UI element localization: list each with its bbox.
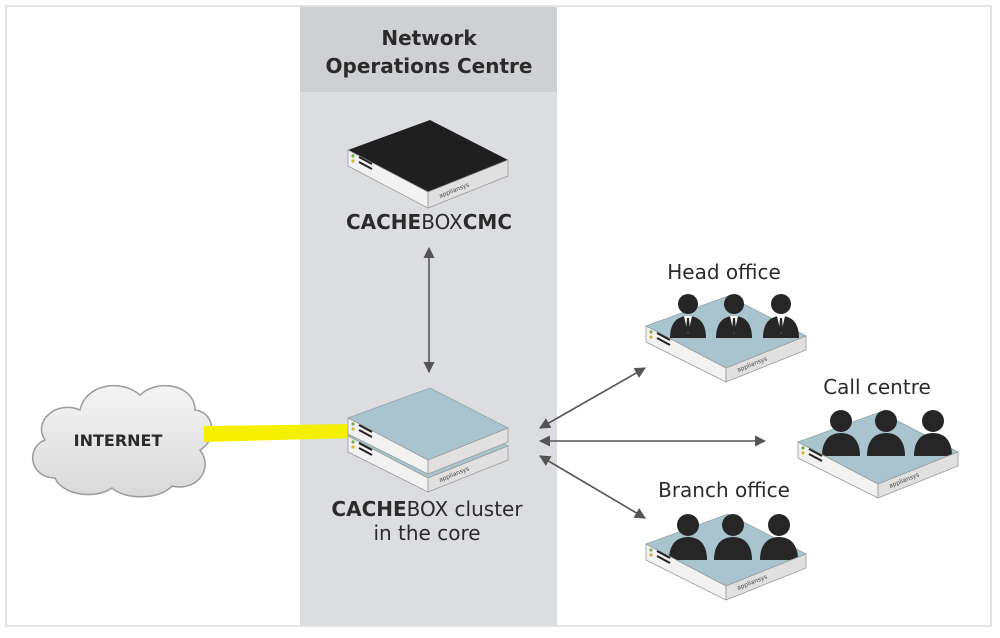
cluster-label-line2: in the core	[373, 521, 480, 545]
person-icon	[760, 514, 798, 560]
head-office-label: Head office	[667, 260, 781, 284]
branch-office-label: Branch office	[658, 478, 790, 502]
person-icon	[669, 514, 707, 560]
cmc-label: CACHEBOXCMC	[346, 210, 512, 234]
person-icon	[670, 294, 706, 338]
call-centre-group: appliansys	[797, 410, 959, 499]
cluster-label-line1: CACHEBOX cluster	[331, 497, 523, 521]
person-icon	[716, 294, 752, 338]
internet-label: INTERNET	[74, 431, 163, 450]
internet-cloud-icon: INTERNET	[31, 384, 213, 498]
noc-header	[300, 7, 557, 92]
person-icon	[822, 410, 860, 456]
cmc-appliance-icon: appliansys	[347, 120, 509, 209]
person-icon	[714, 514, 752, 560]
call-centre-label: Call centre	[823, 375, 931, 399]
head-office-group: appliansys	[645, 294, 807, 383]
noc-title-line2: Operations Centre	[326, 54, 533, 78]
person-icon	[867, 410, 905, 456]
person-icon	[914, 410, 952, 456]
arrow-to-head-office	[539, 367, 646, 429]
noc-title-line1: Network	[381, 26, 477, 50]
arrow-to-branch-office	[539, 455, 646, 519]
branch-office-group: appliansys	[645, 513, 807, 601]
internet-link	[204, 424, 356, 442]
cluster-appliance-icon: appliansys	[347, 387, 509, 493]
person-icon	[763, 294, 799, 338]
